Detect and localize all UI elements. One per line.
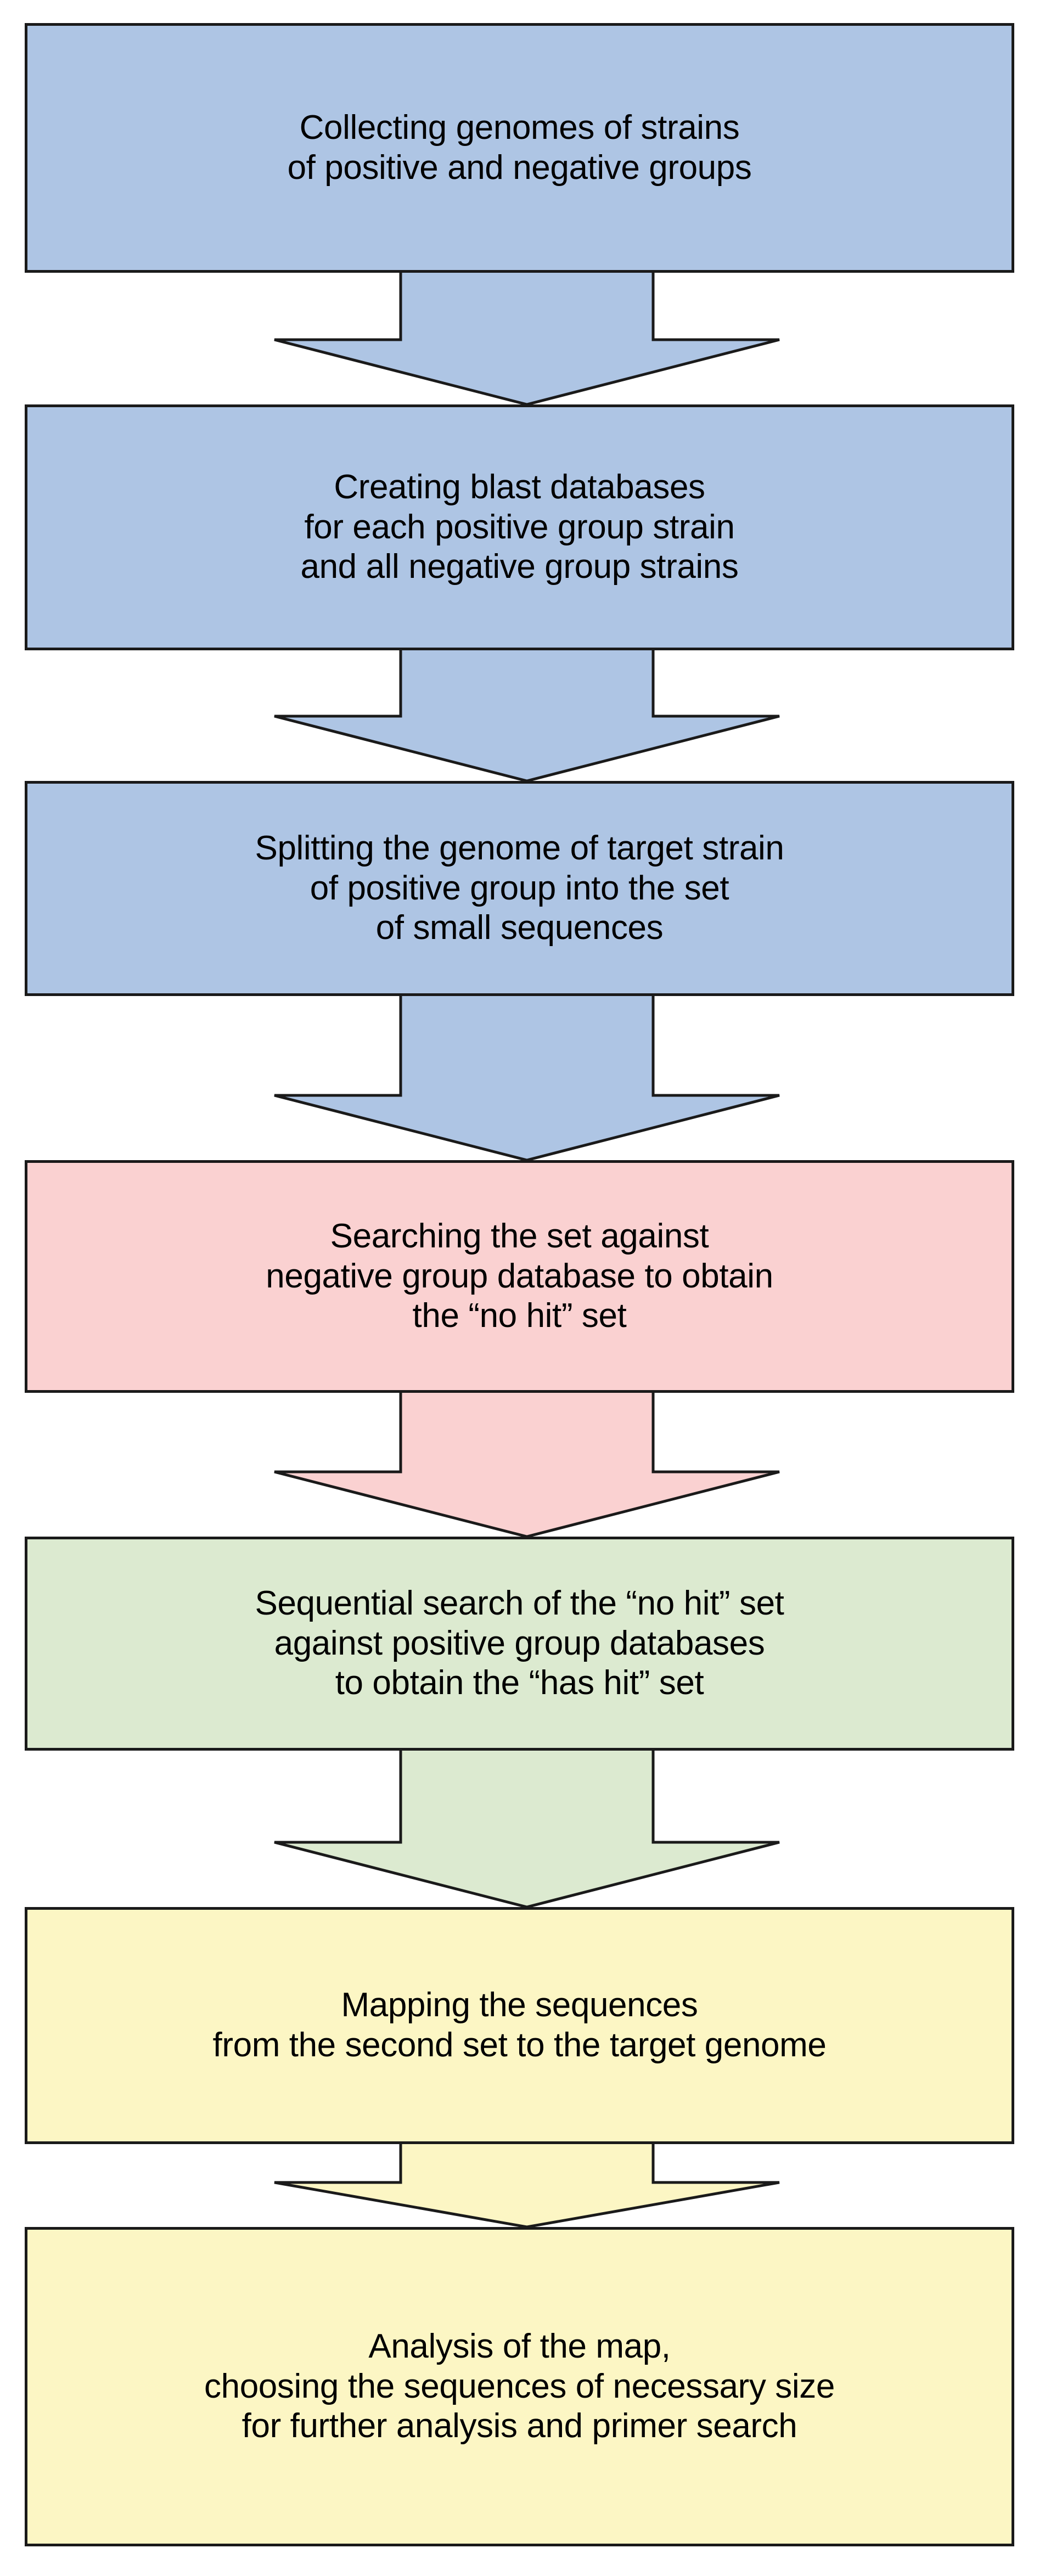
arrow-2-to-3	[274, 646, 780, 783]
flow-step-1-label: Collecting genomes of strains of positiv…	[287, 108, 752, 187]
flow-step-5-label: Sequential search of the “no hit” set ag…	[255, 1584, 784, 1702]
flow-step-7-label: Analysis of the map, choosing the sequen…	[204, 2327, 835, 2445]
flow-step-6-label: Mapping the sequences from the second se…	[212, 1986, 827, 2064]
flow-step-3: Splitting the genome of target strain of…	[25, 781, 1014, 996]
flow-step-3-label: Splitting the genome of target strain of…	[255, 829, 784, 947]
arrow-4-to-5	[274, 1388, 780, 1538]
flow-step-2-label: Creating blast databases for each positi…	[300, 468, 739, 586]
flow-step-7: Analysis of the map, choosing the sequen…	[25, 2227, 1014, 2546]
arrow-6-to-7	[274, 2140, 780, 2229]
flow-step-2: Creating blast databases for each positi…	[25, 404, 1014, 650]
arrow-1-to-2	[274, 268, 780, 406]
flow-step-4-label: Searching the set against negative group…	[266, 1217, 773, 1335]
arrow-5-to-6	[274, 1746, 780, 1909]
flow-step-6: Mapping the sequences from the second se…	[25, 1907, 1014, 2144]
flow-step-4: Searching the set against negative group…	[25, 1160, 1014, 1393]
flow-step-5: Sequential search of the “no hit” set ag…	[25, 1537, 1014, 1751]
arrow-3-to-4	[274, 992, 780, 1162]
flow-step-1: Collecting genomes of strains of positiv…	[25, 23, 1014, 273]
